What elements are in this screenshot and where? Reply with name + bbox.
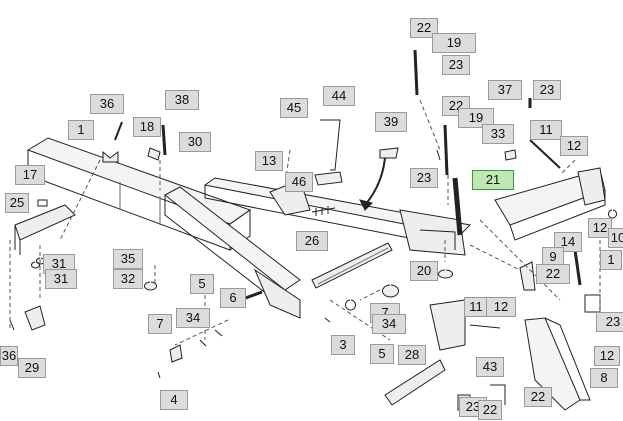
callout-20[interactable]: 20 xyxy=(410,261,438,281)
callout-29[interactable]: 29 xyxy=(18,358,46,378)
callout-26[interactable]: 26 xyxy=(296,231,328,251)
callout-37[interactable]: 37 xyxy=(488,80,522,100)
callout-22[interactable]: 22 xyxy=(478,400,502,420)
callout-44[interactable]: 44 xyxy=(323,86,355,106)
callout-23[interactable]: 23 xyxy=(533,80,561,100)
callout-23[interactable]: 23 xyxy=(596,312,623,332)
callout-36[interactable]: 36 xyxy=(0,346,18,366)
callout-25[interactable]: 25 xyxy=(5,193,29,213)
callout-13[interactable]: 13 xyxy=(255,151,283,171)
callout-3[interactable]: 3 xyxy=(331,335,355,355)
callout-31[interactable]: 31 xyxy=(45,269,77,289)
callout-32[interactable]: 32 xyxy=(113,269,143,289)
callout-11[interactable]: 11 xyxy=(530,120,562,140)
callout-6[interactable]: 6 xyxy=(220,288,246,308)
callout-33[interactable]: 33 xyxy=(482,124,514,144)
callout-35[interactable]: 35 xyxy=(113,249,143,269)
callout-36[interactable]: 36 xyxy=(90,94,124,114)
callout-7[interactable]: 7 xyxy=(148,314,172,334)
callout-11[interactable]: 11 xyxy=(464,297,488,317)
callout-46[interactable]: 46 xyxy=(285,172,313,192)
callout-9[interactable]: 9 xyxy=(542,247,564,267)
callout-19[interactable]: 19 xyxy=(432,33,476,53)
callout-17[interactable]: 17 xyxy=(15,165,45,185)
callout-1[interactable]: 1 xyxy=(68,120,94,140)
callout-45[interactable]: 45 xyxy=(280,98,308,118)
callout-22[interactable]: 22 xyxy=(536,264,570,284)
callout-22[interactable]: 22 xyxy=(524,387,552,407)
callout-10[interactable]: 10 xyxy=(608,228,623,248)
callout-5[interactable]: 5 xyxy=(190,274,214,294)
callout-12[interactable]: 12 xyxy=(594,346,620,366)
callout-34[interactable]: 34 xyxy=(372,314,406,334)
callout-39[interactable]: 39 xyxy=(375,112,407,132)
callout-38[interactable]: 38 xyxy=(165,90,199,110)
callout-23[interactable]: 23 xyxy=(442,55,470,75)
callout-12[interactable]: 12 xyxy=(486,297,516,317)
callout-34[interactable]: 34 xyxy=(176,308,210,328)
callout-1[interactable]: 1 xyxy=(600,250,622,270)
callout-18[interactable]: 18 xyxy=(133,117,161,137)
callout-22[interactable]: 22 xyxy=(410,18,438,38)
callout-12[interactable]: 12 xyxy=(560,136,588,156)
callout-43[interactable]: 43 xyxy=(476,357,504,377)
callout-4[interactable]: 4 xyxy=(160,390,188,410)
callout-8[interactable]: 8 xyxy=(590,368,618,388)
callout-28[interactable]: 28 xyxy=(398,345,426,365)
callout-19[interactable]: 19 xyxy=(458,108,494,128)
callout-30[interactable]: 30 xyxy=(179,132,211,152)
callout-21[interactable]: 21 xyxy=(472,170,514,190)
callout-23[interactable]: 23 xyxy=(410,168,438,188)
callout-5[interactable]: 5 xyxy=(370,344,394,364)
